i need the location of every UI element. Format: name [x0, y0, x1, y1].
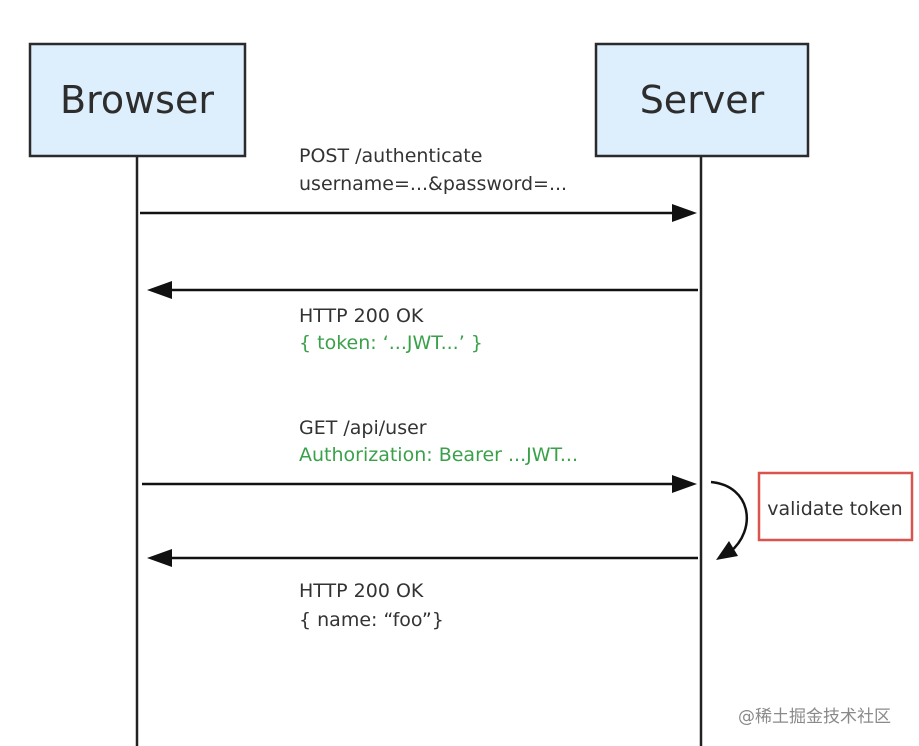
- browser-actor: Browser: [28, 42, 247, 158]
- watermark: @稀土掘金技术社区: [738, 707, 891, 727]
- msg1-line2: username=...&password=...: [299, 173, 567, 195]
- arrow-response-user: [147, 549, 698, 567]
- msg4-line2: { name: “foo”}: [299, 609, 444, 631]
- arrow-request-user: [142, 475, 697, 493]
- arrow-request-auth: [140, 204, 697, 222]
- browser-box: [28, 42, 247, 158]
- validate-token-label: validate token: [767, 498, 902, 520]
- validate-loop-arrow: [710, 480, 748, 560]
- server-actor: Server: [594, 42, 810, 158]
- arrow-response-token: [147, 281, 698, 299]
- validate-token-callout: [757, 471, 914, 542]
- browser-label: Browser: [60, 78, 214, 122]
- server-label: Server: [640, 78, 765, 122]
- msg4-line1: HTTP 200 OK: [299, 580, 424, 602]
- msg3-line1: GET /api/user: [299, 417, 427, 439]
- server-box: [594, 42, 810, 158]
- msg1-line1: POST /authenticate: [299, 145, 482, 167]
- msg2-line1: HTTP 200 OK: [299, 305, 424, 327]
- msg3-line2: Authorization: Bearer ...JWT...: [299, 444, 578, 466]
- msg2-line2: { token: ‘...JWT...’ }: [299, 332, 483, 354]
- watermark-background: [733, 700, 913, 730]
